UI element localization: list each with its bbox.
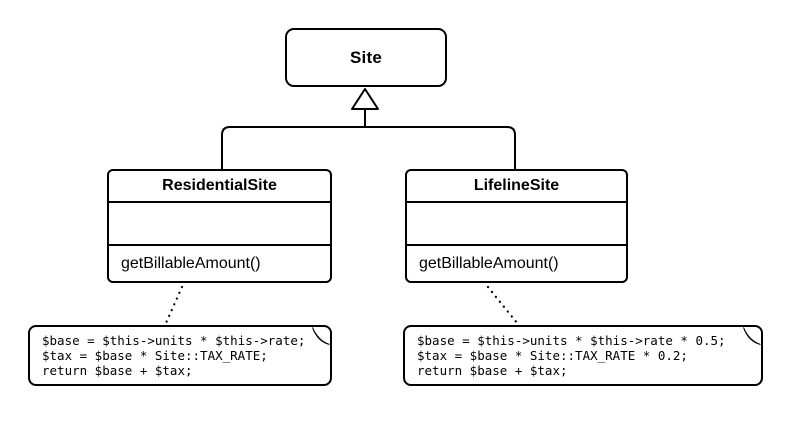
method-label-lifeline: getBillableAmount(): [419, 254, 559, 272]
note-fold-icon: [312, 327, 330, 345]
note-residential: $base = $this->units * $this->rate; $tax…: [28, 325, 332, 386]
class-box-residential: ResidentialSite getBillableAmount(): [107, 169, 332, 283]
note-code-lifeline: $base = $this->units * $this->rate * 0.5…: [417, 333, 726, 378]
note-lifeline: $base = $this->units * $this->rate * 0.5…: [403, 325, 763, 386]
note-anchor-lifeline: [486, 285, 519, 325]
method-label-residential: getBillableAmount(): [121, 254, 261, 272]
methods-compartment-lifeline: getBillableAmount(): [407, 246, 626, 281]
methods-compartment-residential: getBillableAmount(): [109, 246, 330, 281]
class-box-lifeline: LifelineSite getBillableAmount(): [405, 169, 628, 283]
note-fold-icon: [743, 327, 761, 345]
class-title-site: Site: [350, 47, 382, 67]
attributes-compartment-residential: [109, 203, 330, 246]
class-title-residential: ResidentialSite: [109, 171, 330, 203]
note-code-residential: $base = $this->units * $this->rate; $tax…: [42, 333, 306, 378]
attributes-compartment-lifeline: [407, 203, 626, 246]
inheritance-triangle-icon: [351, 88, 379, 110]
class-title-lifeline: LifelineSite: [407, 171, 626, 203]
class-box-site: Site: [285, 28, 447, 87]
note-anchor-residential: [164, 285, 184, 325]
generalization-connector-line: [221, 126, 516, 170]
